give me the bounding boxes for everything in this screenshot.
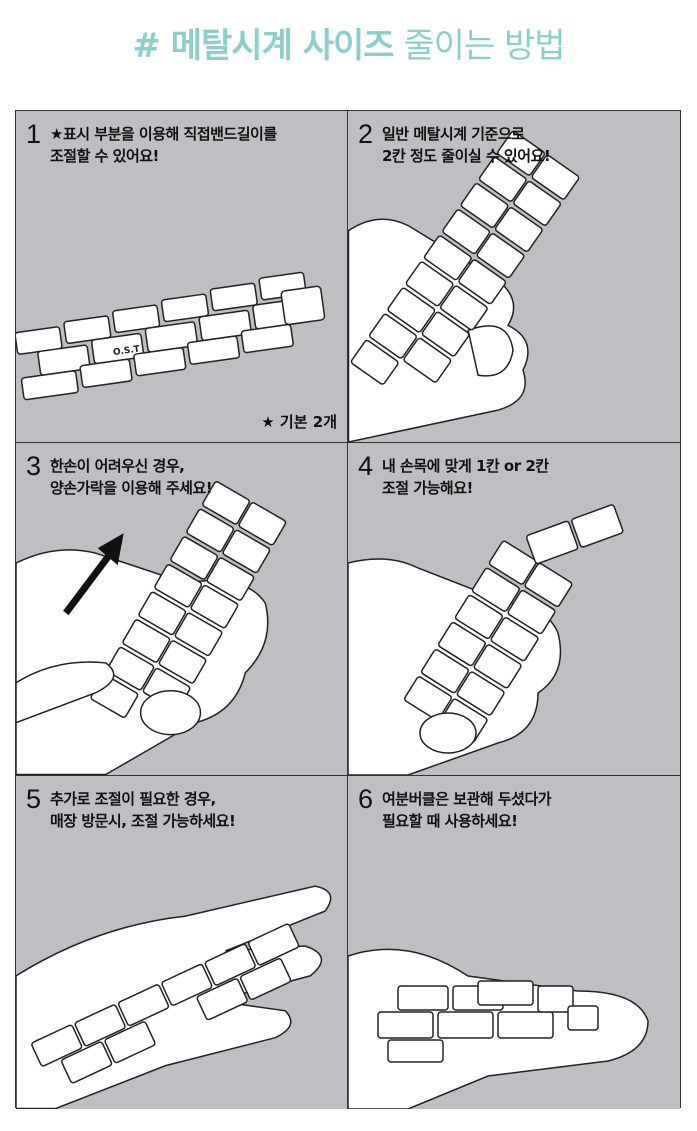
step-number: 6 (358, 784, 374, 814)
step-number: 4 (358, 451, 374, 481)
step-number: 1 (26, 119, 42, 149)
step-caption: 내 손목에 맞게 1칸 or 2칸 조절 가능해요! (382, 455, 549, 499)
title-bold: # 메탈시계 사이즈 (132, 26, 394, 66)
step-panel-5: 5 추가로 조절이 필요한 경우, 매장 방문시, 조절 가능하세요! (16, 776, 348, 1109)
logo-text: O.S.T (113, 344, 142, 358)
step-number: 2 (358, 119, 374, 149)
caption-line: 매장 방문시, 조절 가능하세요! (50, 812, 236, 830)
step-caption: ★표시 부분을 이용해 직접밴드길이를 조절할 수 있어요! (50, 123, 277, 167)
step-caption: 한손이 어려우신 경우, 양손가락을 이용해 주세요! (50, 455, 213, 499)
caption-line: 여분버클은 보관해 두셨다가 (382, 790, 552, 808)
caption-line: 조절할 수 있어요! (50, 147, 159, 165)
caption-line: 일반 메탈시계 기준으로 (382, 125, 525, 143)
step-caption: 여분버클은 보관해 두셨다가 필요할 때 사용하세요! (382, 788, 552, 832)
caption-line: 2칸 정도 줄이실 수 있어요! (382, 147, 551, 165)
step-number: 3 (26, 451, 42, 481)
step-panel-2: 2 일반 메탈시계 기준으로 2칸 정도 줄이실 수 있어요! (348, 111, 680, 443)
caption-line: 내 손목에 맞게 1칸 or 2칸 (382, 457, 549, 475)
title-light: 줄이는 방법 (403, 26, 565, 66)
hand-bracelet-illustration (348, 504, 624, 775)
caption-line: 조절 가능해요! (382, 479, 473, 497)
step-number: 5 (26, 784, 42, 814)
hand-bracelet-illustration (16, 481, 287, 775)
page-title: # 메탈시계 사이즈 줄이는 방법 (0, 18, 697, 67)
hand-bracelet-illustration (348, 130, 580, 442)
caption-line: 필요할 때 사용하세요! (382, 812, 518, 830)
step-caption: 추가로 조절이 필요한 경우, 매장 방문시, 조절 가능하세요! (50, 788, 236, 832)
caption-line: ★표시 부분을 이용해 직접밴드길이를 (50, 125, 277, 143)
step-panel-3: 3 한손이 어려우신 경우, 양손가락을 이용해 주세요! (16, 443, 348, 776)
caption-line: 한손이 어려우신 경우, (50, 457, 185, 475)
step-panel-6: 6 여분버클은 보관해 두셨다가 필요할 때 사용하세요! (348, 776, 680, 1109)
instruction-grid: O.S.T 1 ★표시 부분을 이용해 직접밴드길이를 조절할 수 있어요! ★… (15, 110, 681, 1109)
bracelet-illustration: O.S.T (16, 271, 326, 401)
step-panel-4: 4 내 손목에 맞게 1칸 or 2칸 조절 가능해요! (348, 443, 680, 776)
hand-bracelet-illustration (16, 885, 332, 1109)
arrow-icon (63, 533, 124, 616)
caption-line: 추가로 조절이 필요한 경우, (50, 790, 216, 808)
caption-line: 양손가락을 이용해 주세요! (50, 479, 213, 497)
star-note: ★ 기본 2개 (261, 413, 337, 431)
step-panel-1: O.S.T 1 ★표시 부분을 이용해 직접밴드길이를 조절할 수 있어요! ★… (16, 111, 348, 443)
step-caption: 일반 메탈시계 기준으로 2칸 정도 줄이실 수 있어요! (382, 123, 551, 167)
hand-buckle-illustration (348, 948, 649, 1109)
